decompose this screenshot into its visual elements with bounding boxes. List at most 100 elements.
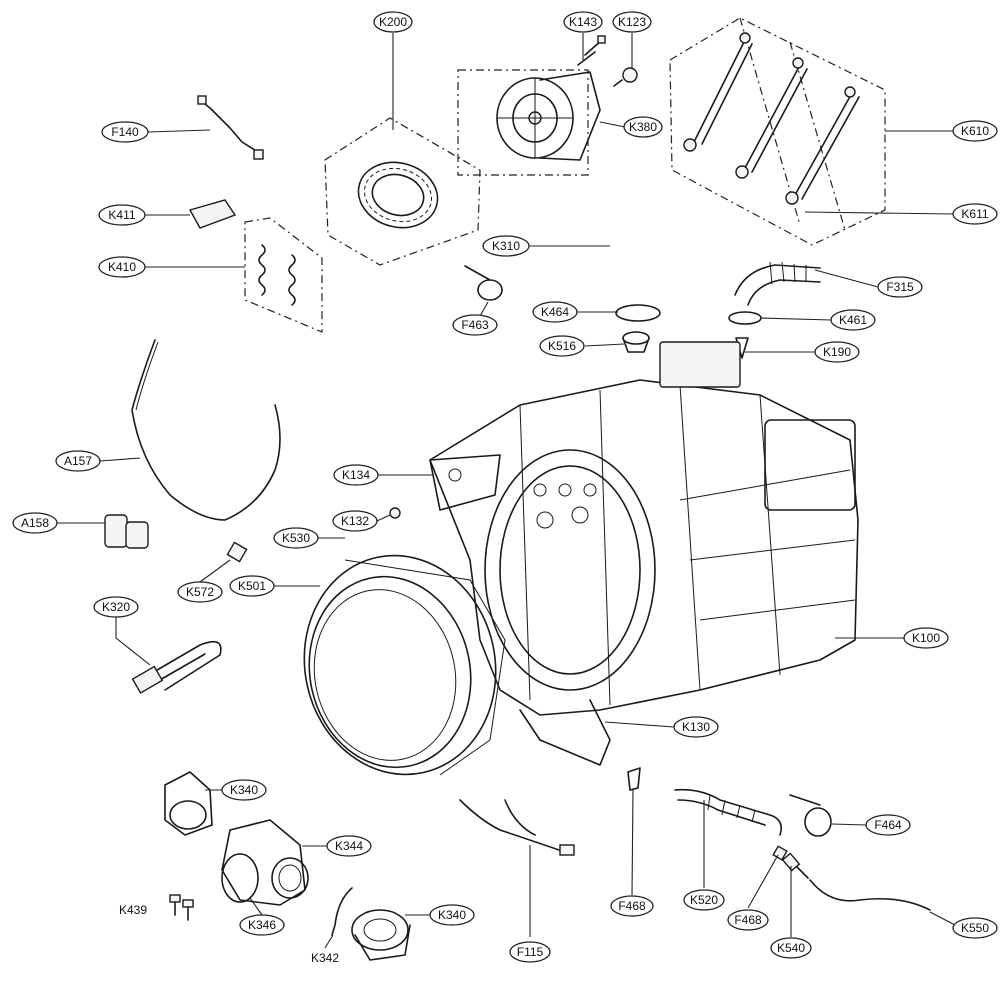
label-k540: K540 — [770, 937, 812, 959]
a158-elbow — [104, 514, 149, 549]
label-k464: K464 — [532, 301, 578, 323]
leader-lines — [57, 33, 956, 949]
label-text: A158 — [21, 516, 49, 530]
label-text: K310 — [492, 239, 520, 253]
k464-seal — [615, 304, 661, 322]
k380-group-box — [457, 69, 589, 176]
label-f468-bottom: F468 — [727, 909, 769, 931]
label-k520: K520 — [683, 889, 725, 911]
label-text: K411 — [108, 208, 135, 222]
k200-rotor-part — [357, 161, 439, 229]
label-text: K132 — [341, 514, 369, 528]
label-text: K501 — [238, 579, 266, 593]
k540-sensor — [781, 852, 809, 879]
label-text: K610 — [961, 124, 989, 138]
label-f468-top: F468 — [610, 895, 654, 917]
label-k610: K610 — [952, 120, 998, 142]
label-k611: K611 — [952, 203, 998, 225]
label-text: K461 — [839, 313, 867, 327]
label-text: K340 — [438, 908, 466, 922]
label-text: K100 — [912, 631, 940, 645]
label-k344: K344 — [326, 835, 372, 857]
label-f463: F463 — [452, 314, 498, 336]
label-text: K346 — [248, 918, 276, 932]
k100-tub-part — [429, 341, 859, 766]
label-k130: K130 — [673, 716, 719, 738]
label-text: K200 — [379, 15, 407, 29]
label-f140: F140 — [101, 121, 149, 143]
label-f315: F315 — [877, 276, 923, 298]
label-k340-bottom: K340 — [429, 904, 475, 926]
k410-group-box — [244, 217, 323, 333]
k340-pump-top — [164, 771, 213, 836]
label-f115: F115 — [509, 941, 551, 963]
k342-hose — [331, 887, 353, 936]
label-text: K134 — [342, 468, 370, 482]
label-k123: K123 — [612, 11, 652, 33]
label-text: K540 — [777, 941, 805, 955]
label-k134: K134 — [333, 464, 379, 486]
label-text: K143 — [569, 15, 597, 29]
label-text: F468 — [734, 913, 762, 927]
label-k461: K461 — [830, 309, 876, 331]
label-text: F463 — [461, 318, 489, 332]
label-text: K550 — [961, 921, 989, 935]
label-text: F468 — [618, 899, 646, 913]
label-k530: K530 — [273, 527, 319, 549]
label-text: K320 — [102, 600, 130, 614]
k550-wire — [809, 879, 931, 911]
label-k320: K320 — [93, 596, 139, 618]
label-k342: K342 — [311, 951, 339, 965]
label-text: K464 — [541, 305, 569, 319]
label-text: F115 — [517, 945, 544, 959]
f463-clamp — [464, 265, 503, 301]
label-k411: K411 — [98, 204, 146, 226]
label-k310: K310 — [482, 235, 530, 257]
label-text: K340 — [230, 783, 258, 797]
k411-bracket — [188, 199, 237, 229]
label-text: F315 — [886, 280, 914, 294]
k572-fitting — [226, 541, 248, 563]
label-k550: K550 — [952, 917, 998, 939]
label-text: K572 — [186, 585, 214, 599]
k380-stator-part — [496, 71, 601, 161]
label-text: K516 — [548, 339, 576, 353]
label-text: K190 — [823, 345, 851, 359]
k340-pump-bottom — [351, 909, 411, 961]
f464-clamp — [789, 794, 832, 837]
k123-bolt — [613, 67, 638, 87]
label-text: K380 — [629, 120, 657, 134]
label-text: K342 — [311, 951, 339, 965]
label-text: K123 — [618, 15, 646, 29]
k516-cap — [622, 331, 650, 353]
label-a157: A157 — [55, 450, 101, 472]
label-k501: K501 — [229, 575, 275, 597]
label-k572: K572 — [177, 581, 223, 603]
k610-group-box — [669, 17, 886, 246]
k143-bolts — [577, 35, 606, 66]
f468-clip-top — [627, 767, 641, 791]
label-text: K520 — [690, 893, 718, 907]
label-k439: K439 — [119, 903, 147, 917]
k132-screw — [389, 507, 401, 519]
label-k340-top: K340 — [221, 779, 267, 801]
k610-dampers — [683, 32, 860, 205]
k439-screws — [169, 894, 194, 921]
label-f464: F464 — [865, 814, 911, 836]
k200-group-box — [324, 117, 481, 266]
label-text: K611 — [961, 207, 988, 221]
label-a158: A158 — [12, 512, 58, 534]
label-k516: K516 — [539, 335, 585, 357]
k501-front-ring — [303, 554, 506, 776]
label-k346: K346 — [239, 914, 285, 936]
label-k143: K143 — [563, 11, 603, 33]
a157-harness — [131, 339, 281, 521]
label-k200: K200 — [373, 11, 413, 33]
label-text: K130 — [682, 720, 710, 734]
k344-pump-body — [221, 819, 309, 906]
k520-hose — [674, 788, 783, 836]
label-k190: K190 — [814, 341, 860, 363]
k461-seal — [728, 311, 762, 325]
k134-bracket — [429, 454, 501, 511]
